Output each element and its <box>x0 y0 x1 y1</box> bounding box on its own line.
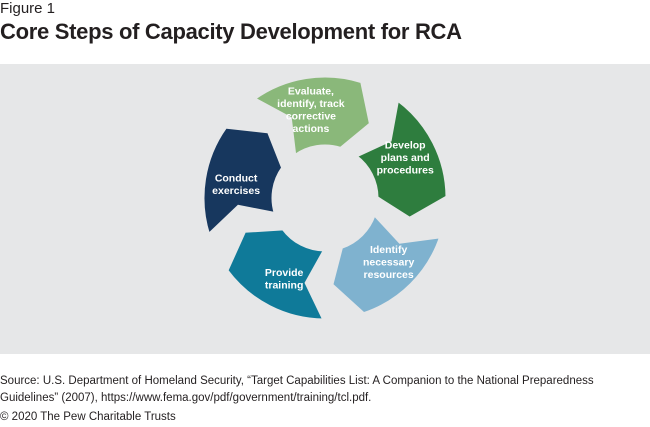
cycle-step-2 <box>330 211 443 316</box>
cycle-step-3 <box>225 227 328 322</box>
copyright-note: © 2020 The Pew Charitable Trusts <box>0 411 176 423</box>
cycle-step-1 <box>353 97 449 221</box>
cycle-step-5 <box>251 74 373 159</box>
figure-label: Figure 1 <box>0 0 56 17</box>
source-note: Source: U.S. Department of Homeland Secu… <box>0 375 594 404</box>
figure-title: Core Steps of Capacity Development for R… <box>0 19 462 44</box>
cycle-step-4 <box>201 125 285 238</box>
